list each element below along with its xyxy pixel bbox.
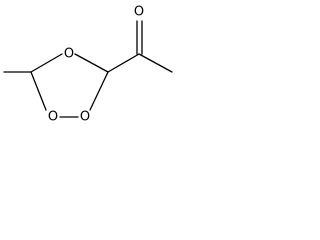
bond-ring-c-o-top [30,53,63,73]
atom-o-carbonyl: O [134,5,144,20]
bond-carbonyl-methyl [138,53,173,73]
structural-formula: O O O O [3,5,173,125]
atom-o-ring-top: O [64,47,74,62]
bond-ring-carbonyl [107,53,140,73]
atom-o-ring-bottom-left: O [48,110,58,125]
bond-ring-o-bottom-right-c [89,71,109,111]
bond-ring-c-o-bottom-left [30,71,47,111]
atom-o-ring-bottom-right: O [80,110,90,125]
bond-ring-o-top-c [74,53,109,73]
